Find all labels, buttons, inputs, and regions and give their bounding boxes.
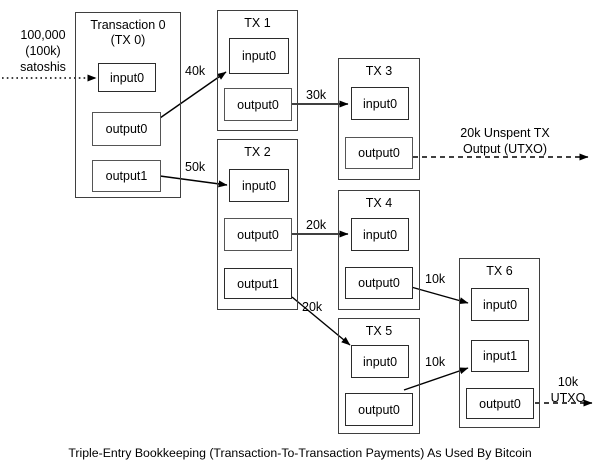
tx2-output1-label: output1 — [237, 276, 279, 291]
tx6-input1[interactable]: input1 — [471, 340, 529, 372]
flow-label-10k-tx6-in1: 10k — [425, 355, 446, 369]
tx4-input0-label: input0 — [362, 227, 398, 242]
flow-label-50k: 50k — [185, 160, 206, 174]
tx0-input0[interactable]: input0 — [98, 63, 156, 92]
tx1-title: TX 1 — [244, 16, 271, 30]
tx3-output0[interactable]: output0 — [345, 137, 413, 169]
tx2-output1[interactable]: output1 — [224, 268, 292, 299]
tx2-input0[interactable]: input0 — [229, 169, 289, 202]
tx3-output0-label: output0 — [358, 146, 400, 160]
connector-tx5-output0-to-tx6-input1 — [403, 367, 469, 391]
tx4-output0[interactable]: output0 — [345, 267, 413, 299]
connector-tx0-output1-to-tx2-input0 — [159, 175, 228, 188]
tx4-input0[interactable]: input0 — [351, 218, 409, 251]
flow-label-30k: 30k — [306, 88, 327, 102]
tx0-output1-label: output1 — [105, 169, 148, 183]
tx3-title: TX 3 — [365, 64, 393, 78]
flow-label-20k-tx5: 20k — [302, 300, 323, 314]
tx0-title: Transaction 0 (TX 0) — [90, 18, 166, 47]
tx2-output0-label: output0 — [237, 227, 279, 242]
source-amount-label: 100,000 (100k) satoshis — [20, 28, 66, 74]
tx1-output0-label: output0 — [237, 97, 279, 112]
tx0-output0[interactable]: output0 — [92, 112, 161, 146]
transaction-box-tx6[interactable]: TX 6 input0 input1 output0 — [459, 258, 540, 428]
tx0-output1[interactable]: output1 — [92, 160, 161, 192]
tx6-title: TX 6 — [486, 264, 513, 278]
connector-tx4-output0-to-tx6-input0 — [403, 284, 469, 305]
tx5-output0[interactable]: output0 — [345, 393, 413, 426]
flow-label-20k-tx4: 20k — [306, 218, 327, 232]
transaction-box-tx3[interactable]: TX 3 input0 output0 — [338, 58, 420, 180]
tx3-input0[interactable]: input0 — [351, 87, 409, 120]
tx0-output0-label: output0 — [105, 122, 148, 136]
transaction-box-tx0[interactable]: Transaction 0 (TX 0) input0 output0 outp… — [75, 12, 181, 198]
tx0-input0-label: input0 — [109, 70, 145, 85]
tx6-output0-label: output0 — [479, 396, 521, 411]
tx4-title: TX 4 — [365, 196, 393, 210]
tx6-input1-label: input1 — [482, 349, 518, 363]
tx4-output0-label: output0 — [358, 276, 400, 290]
diagram-caption: Triple-Entry Bookkeeping (Transaction-To… — [68, 446, 532, 460]
connector-tx2-output1-to-tx5-input0 — [291, 296, 351, 346]
tx1-output0[interactable]: output0 — [224, 88, 292, 121]
transaction-box-tx5[interactable]: TX 5 input0 output0 — [338, 318, 420, 434]
tx6-input0[interactable]: input0 — [471, 288, 529, 321]
tx2-output0[interactable]: output0 — [224, 218, 292, 251]
transaction-box-tx4[interactable]: TX 4 input0 output0 — [338, 190, 420, 310]
tx5-input0[interactable]: input0 — [351, 345, 409, 378]
tx5-output0-label: output0 — [358, 402, 400, 417]
transaction-box-tx2[interactable]: TX 2 input0 output0 output1 — [217, 139, 298, 310]
tx5-input0-label: input0 — [362, 354, 398, 369]
transaction-box-tx1[interactable]: TX 1 input0 output0 — [217, 10, 298, 131]
tx1-input0-label: input0 — [241, 49, 277, 63]
flow-label-40k: 40k — [185, 64, 206, 78]
tx2-title: TX 2 — [244, 145, 271, 159]
tx1-input0[interactable]: input0 — [229, 38, 289, 74]
utxo-label-tx3: 20k Unspent TX Output (UTXO) — [460, 126, 550, 156]
tx6-output0[interactable]: output0 — [466, 388, 534, 419]
flow-label-10k-tx6-in0: 10k — [425, 272, 446, 286]
tx5-title: TX 5 — [365, 324, 393, 338]
tx3-input0-label: input0 — [362, 96, 398, 111]
tx6-input0-label: input0 — [482, 297, 518, 312]
connector-tx0-output0-to-tx1-input0 — [159, 71, 227, 119]
utxo-label-tx6: 10k UTXO — [550, 375, 586, 405]
tx2-input0-label: input0 — [241, 178, 277, 193]
